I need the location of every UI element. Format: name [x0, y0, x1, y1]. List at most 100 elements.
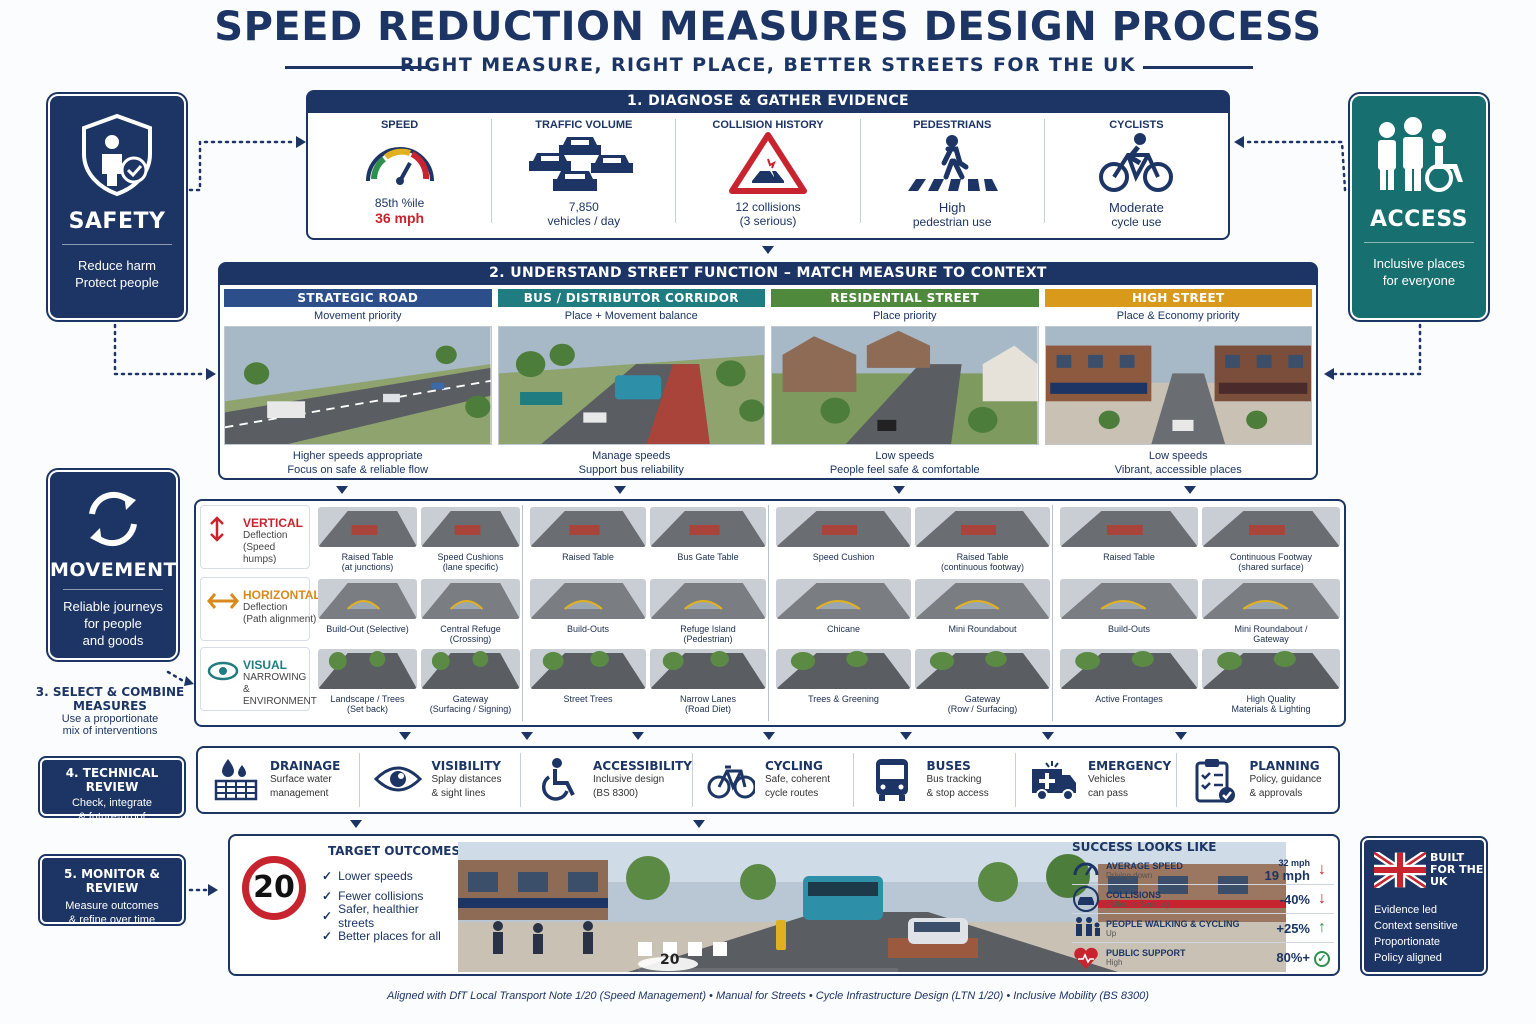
- check-icon: ✓: [322, 889, 333, 903]
- step5-desc1: Measure outcomes: [65, 900, 159, 912]
- street-scene-image: [771, 326, 1039, 445]
- measure-thumb: Raised Table(continuous footway): [915, 507, 1050, 572]
- cyclist-icon: [1099, 133, 1174, 192]
- street-type-name: BUS / DISTRIBUTOR CORRIDOR: [497, 289, 765, 307]
- measure-thumb: Chicane: [776, 579, 911, 641]
- street-foot-line2: Support bus reliability: [578, 464, 684, 476]
- measure-thumb: Speed Cushion: [776, 507, 911, 569]
- car-icon: [1073, 886, 1099, 912]
- title-rule-left: [285, 66, 430, 69]
- measure-thumb: Continuous Footway(shared surface): [1202, 507, 1340, 572]
- metric-cyclists: CYCLISTS Moderate cycle use: [1045, 119, 1228, 237]
- trend-down-arrow-icon: ↓: [1318, 861, 1326, 878]
- metric-pedestrians: PEDESTRIANS High pedestrian use: [861, 119, 1044, 237]
- street-foot-line2: People feel safe & comfortable: [829, 464, 980, 476]
- outcome-item: ✓Fewer collisions: [322, 889, 424, 903]
- trend-down-arrow-icon: ↓: [1318, 890, 1326, 907]
- metric-speed: SPEED 85th %ile 36 mph: [308, 119, 491, 237]
- step4-title: 4. TECHNICAL REVIEW: [65, 766, 159, 794]
- street-type-name: HIGH STREET: [1044, 289, 1312, 307]
- street-scene-image: [224, 326, 492, 445]
- measure-image: [650, 507, 766, 547]
- step3-title1: 3. SELECT & COMBINE: [35, 685, 185, 699]
- uk-principle: Proportionate: [1374, 936, 1441, 948]
- measure-thumb: Mini Roundabout /Gateway: [1202, 579, 1340, 644]
- arrow-col1: [336, 486, 348, 494]
- measure-image: [915, 507, 1050, 547]
- check-icon: ✓: [322, 929, 333, 943]
- step1-title: 1. DIAGNOSE & GATHER EVIDENCE: [307, 91, 1229, 113]
- measure-image: [776, 507, 911, 547]
- step5-box: 5. MONITOR & REVIEW Measure outcomes & r…: [40, 856, 184, 926]
- measure-image: [1202, 649, 1340, 689]
- clipboard-icon: [1195, 759, 1236, 803]
- measure-image: [915, 579, 1050, 619]
- step4-box: 4. TECHNICAL REVIEW Check, integrate & f…: [40, 758, 184, 823]
- measure-thumb: Build-Out (Selective): [318, 579, 417, 641]
- measure-image: [530, 579, 646, 619]
- measure-thumb: Trees & Greening: [776, 649, 911, 711]
- street-priority: Place priority: [872, 310, 937, 322]
- measure-thumb: Central Refuge(Crossing): [421, 579, 520, 644]
- bus-icon: [876, 759, 909, 801]
- safety-title: SAFETY: [68, 209, 166, 234]
- speedometer-icon: [1073, 862, 1099, 876]
- metric-traffic-volume: TRAFFIC VOLUME 7,850 vehicles / day: [492, 119, 675, 237]
- page-subtitle: RIGHT MEASURE, RIGHT PLACE, BETTER STREE…: [400, 54, 1136, 76]
- check-icon: ✓: [322, 909, 333, 923]
- uk-principle: Policy aligned: [1374, 952, 1442, 964]
- step2-title: 2. UNDERSTAND STREET FUNCTION – MATCH ME…: [219, 263, 1317, 285]
- movement-title: MOVEMENT: [50, 559, 177, 581]
- outcomes-panel: 20 TARGET OUTCOMES ✓Lower speeds✓Fewer c…: [228, 834, 1340, 976]
- street-foot-line2: Vibrant, accessible places: [1114, 464, 1242, 476]
- measure-thumb: Street Trees: [530, 649, 646, 711]
- movement-pillar: MOVEMENT Reliable journeys for people an…: [48, 470, 178, 660]
- check-circle-icon: ✓: [1314, 950, 1330, 967]
- measure-image: [650, 579, 766, 619]
- success-item: COLLISIONS(Killed or Serious)-40%↓: [1072, 885, 1334, 914]
- measure-thumb: Narrow Lanes(Road Diet): [650, 649, 766, 714]
- measure-image: [530, 649, 646, 689]
- wheelchair-icon: [541, 758, 575, 801]
- arrow-step4-2: [521, 732, 533, 740]
- measure-image: [1060, 649, 1198, 689]
- outcome-item: ✓Lower speeds: [322, 869, 413, 883]
- movement-line3: and goods: [82, 633, 144, 648]
- step2-panel: 2. UNDERSTAND STREET FUNCTION – MATCH ME…: [218, 262, 1318, 480]
- street-foot-line1: Higher speeds appropriate: [292, 450, 423, 462]
- footer-note: Aligned with DfT Local Transport Note 1/…: [387, 990, 1149, 1002]
- safety-pillar: SAFETY Reduce harm Protect people: [48, 94, 186, 320]
- title-rule-right: [1143, 66, 1253, 69]
- arrow-step4-3: [632, 732, 644, 740]
- people-icon: [1076, 917, 1100, 936]
- eye-icon: [373, 766, 422, 792]
- road-marking-text: 20: [660, 952, 680, 968]
- measure-image: [650, 649, 766, 689]
- movement-line2: for people: [84, 616, 142, 631]
- heart-icon: [1074, 947, 1098, 969]
- street-foot-line1: Manage speeds: [592, 450, 671, 462]
- measure-thumb: Refuge Island(Pedestrian): [650, 579, 766, 644]
- access-title: ACCESS: [1369, 207, 1469, 232]
- outcome-item: ✓Safer, healthier streets: [322, 902, 419, 930]
- measure-thumb: Active Frontages: [1060, 649, 1198, 711]
- measure-thumb: Gateway(Row / Surfacing): [915, 649, 1050, 714]
- measure-thumb: Mini Roundabout: [915, 579, 1050, 641]
- arrow-step5-a: [350, 820, 362, 828]
